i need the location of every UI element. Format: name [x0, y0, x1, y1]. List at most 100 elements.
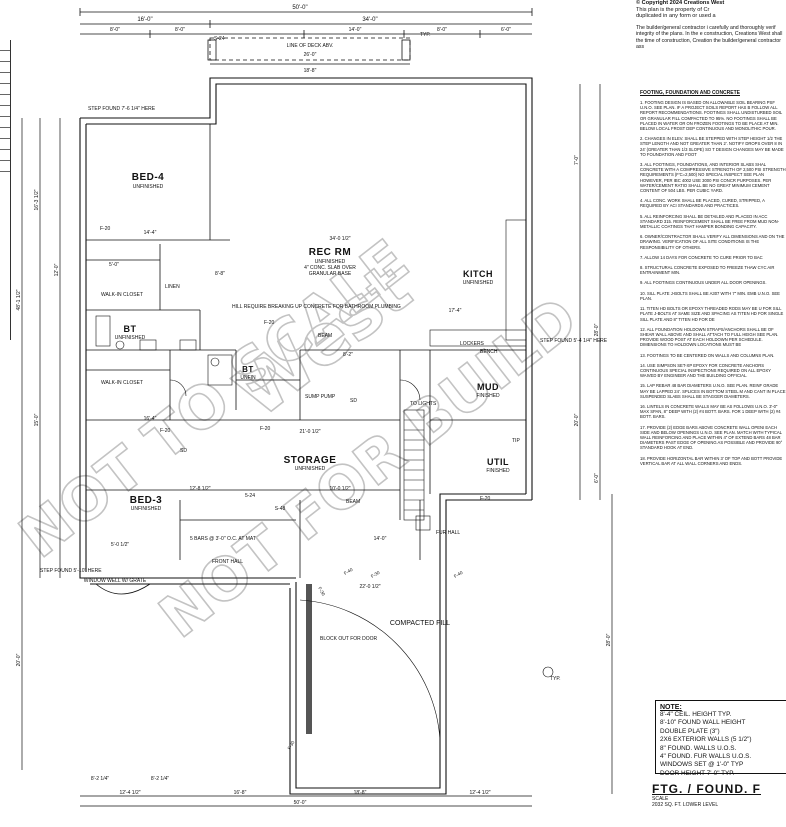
- note-item: 16. LINTELS IN CONCRETE WALLS MAY BE AS …: [640, 403, 781, 420]
- dim-inner: 8'-2": [343, 352, 353, 358]
- typ-label: TYP.: [420, 32, 430, 38]
- dim-bottom-e: 8'-2 1/4": [91, 776, 110, 782]
- side-dimension-lines: [21, 84, 613, 807]
- dim-top-overall: 50'-0": [292, 5, 307, 11]
- dim-bottom-overall: 50'-0": [294, 800, 307, 806]
- note-box: NOTE: 8'-4" CEIL. HEIGHT TYP. 8'-10" FOU…: [655, 700, 786, 777]
- note-item: 4. ALL CONC. WORK SHALL BE PLACED, CURED…: [640, 198, 765, 209]
- block-out-label: BLOCK OUT FOR DOOR: [320, 636, 378, 642]
- room-rec-sub1: UNFINISHED: [315, 259, 346, 265]
- dim-top-f: 8'-0": [437, 27, 447, 33]
- copyright-line1: © Copyright 2024 Creations West: [636, 0, 725, 6]
- room-bed4-sub: UNFINISHED: [133, 184, 164, 190]
- note-item: 5. ALL REINFORCING SHALL BE DETAILED AND…: [640, 213, 780, 230]
- watermark: NOT TO SCALE West NOT FOR BUILD: [6, 226, 591, 652]
- column-marker: [542, 666, 554, 678]
- room-mud-sub: FINISHED: [476, 393, 500, 399]
- beam-label-2: BEAM: [346, 499, 360, 505]
- room-bt2-sub: UNFIN: [240, 375, 256, 381]
- room-rec-sub3: GRANULAR BASE: [309, 271, 352, 277]
- note-item: 1. FOOTING DESIGN IS BASED ON ALLOWABLE …: [640, 100, 783, 132]
- room-bed3-sub: UNFINISHED: [131, 506, 162, 512]
- left-edge-cell: [0, 62, 10, 73]
- ftg-tag: F-30: [317, 586, 326, 597]
- room-bt2: BT: [242, 365, 254, 374]
- dim-top-b: 34'-0": [362, 17, 377, 23]
- room-storage-sub: UNFINISHED: [295, 466, 326, 472]
- dim-right-c: 20'-0": [574, 413, 580, 426]
- note-box-row: 8" FOUND. WALLS U.O.S.: [660, 744, 737, 752]
- dim-right-a: 28'-0": [594, 323, 600, 336]
- copyright-line2: This plan is the property of Cr: [636, 6, 710, 13]
- dim-top-e: 14'-0": [349, 27, 362, 33]
- left-edge-cell: [0, 150, 10, 161]
- left-edge-cell: [0, 161, 10, 172]
- ftg-tag: F-40: [343, 567, 354, 576]
- hill-note: HILL REQUIRE BREAKING UP CONCRETE FOR BA…: [232, 304, 401, 310]
- dim-bottom-c: 18'-8": [354, 790, 367, 796]
- room-kitch: KITCH: [463, 269, 493, 279]
- dim-inner: 16'-4": [144, 416, 157, 422]
- general-notes: FOOTING, FOUNDATION AND CONCRETE 1. FOOT…: [640, 90, 786, 471]
- beam-label: BEAM: [318, 333, 332, 339]
- interior-walls: [86, 124, 526, 578]
- dim-bottom-d: 12'-4 1/2": [469, 790, 490, 796]
- left-edge-cell: [0, 95, 10, 106]
- dim-inner: 10'-0 1/2": [329, 486, 350, 492]
- note-item: 18. PROVIDE HORIZONTAL BAR WITHIN 3' OF …: [640, 455, 783, 466]
- front-hall-label: FRONT HALL: [212, 559, 243, 565]
- dim-inner: 17'-4": [449, 308, 462, 314]
- room-kitch-sub: UNFINISHED: [463, 280, 494, 286]
- typ-label-2: TYP.: [550, 676, 560, 682]
- left-edge-table: [0, 40, 11, 340]
- bars-note: 5 BARS @ 3'-0" O.C. AT MAT: [190, 536, 256, 542]
- note-item: 17. PROVIDE (2) EDGE BARS ABOVE CONCRETE…: [640, 424, 783, 451]
- floor-plan: NOT TO SCALE West NOT FOR BUILD 50'-0" 1…: [6, 5, 613, 807]
- step-found-1: STEP FOUND 7'-6 1/4" HERE: [88, 106, 156, 112]
- dim-bottom-f: 8'-2 1/4": [151, 776, 170, 782]
- dim-deck-b: 18'-8": [304, 68, 317, 74]
- dim-left-a: 48'-1 1/2": [16, 289, 22, 310]
- note-item: 14. USE SIMPSON SET-XP EPOXY FOR CONCRET…: [640, 362, 771, 379]
- note-item: 7. ALLOW 14 DAYS FOR CONCRETE TO CURE PR…: [640, 254, 763, 260]
- room-mud: MUD: [477, 382, 499, 392]
- room-bt-sub: UNFINISHED: [115, 335, 146, 341]
- left-edge-cell: [0, 40, 10, 51]
- dim-top-a: 16'-0": [137, 17, 152, 23]
- dim-inner: 21'-0 1/2": [299, 429, 320, 435]
- dim-left-c: 20'-0": [16, 653, 22, 666]
- room-bed4: BED-4: [132, 172, 165, 183]
- line-of-deck-label: LINE OF DECK ABV.: [287, 43, 334, 49]
- room-rec: REC RM: [309, 247, 351, 258]
- dim-inner: 5'-0 1/2": [111, 542, 130, 548]
- footing-tags: F-30 F-40 F-30 F-40 F-30: [287, 567, 464, 751]
- left-edge-cell: [0, 84, 10, 95]
- note-box-row: 2X6 EXTERIOR WALLS (5 1/2"): [660, 736, 752, 744]
- left-edge-cell: [0, 51, 10, 62]
- top-dimension-lines: [79, 8, 533, 65]
- dim-top-c: 8'-0": [110, 27, 120, 33]
- stair: [403, 409, 425, 521]
- dim-inner: 22'-0 1/2": [359, 584, 380, 590]
- sd-label-2: SD: [180, 448, 187, 454]
- kitchen-cabinets: [429, 219, 527, 347]
- walkin-closet-1: WALK-IN CLOSET: [101, 292, 143, 298]
- left-edge-cell: [0, 106, 10, 117]
- note-item: 6. OWNER/CONTRACTOR SHALL VERIFY ALL DIM…: [640, 234, 785, 250]
- dim-bottom-b: 16'-8": [234, 790, 247, 796]
- ftg-tag: F-40: [453, 570, 464, 579]
- scale-label: SCALE: [652, 796, 669, 802]
- dim-bottom-a: 12'-4 1/2": [119, 790, 140, 796]
- sump-label: SUMP PUMP: [305, 394, 336, 400]
- area-label: 2032 SQ. FT. LOWER LEVEL: [652, 802, 719, 808]
- left-edge-cell: [0, 139, 10, 150]
- room-rec-sub2: 4" CONC. SLAB OVER: [304, 265, 356, 271]
- to-lights-label: TO LIGHTS: [410, 401, 437, 407]
- copyright-paragraph: The builder/general contractor i careful…: [636, 24, 783, 50]
- ftg-tag: F-30: [370, 570, 381, 579]
- copyright-block: © Copyright 2024 Creations West This pla…: [636, 0, 786, 50]
- note-item: 10. SILL PLATE J-BOLTS SHALL BE A307 WIT…: [640, 290, 780, 301]
- dim-top-d: 8'-0": [175, 27, 185, 33]
- dim-deck-a: 26'-0": [304, 52, 317, 58]
- notes-title: FOOTING, FOUNDATION AND CONCRETE: [640, 90, 740, 96]
